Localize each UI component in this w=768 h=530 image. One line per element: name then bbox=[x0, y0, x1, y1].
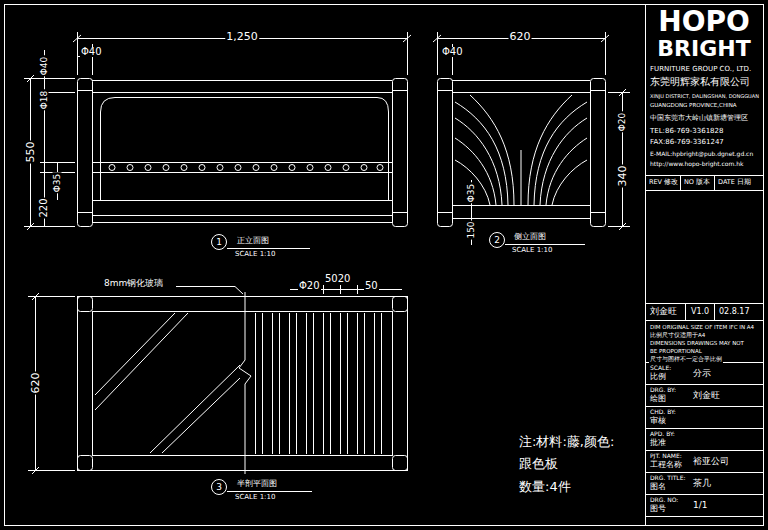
title-block-value: 刘金旺 bbox=[692, 391, 721, 400]
dimension: 50 bbox=[364, 281, 379, 291]
dimension: Φ40 bbox=[40, 56, 49, 77]
view-number-circle: 2 bbox=[489, 232, 505, 248]
dimension: 620 bbox=[30, 372, 41, 395]
title-block-field: DRG. TITLE: bbox=[649, 475, 687, 481]
title-block-field: DRG. NO: bbox=[649, 497, 679, 503]
view-number: 2 bbox=[494, 236, 500, 245]
title-block-field: DRG. BY: bbox=[649, 387, 677, 393]
note: 数量:4件 bbox=[518, 480, 572, 493]
dimension: Φ35 bbox=[53, 173, 62, 194]
view-scale: SCALE 1:10 bbox=[234, 494, 276, 501]
note: DIMENSIONS DRAWINGS MAY NOT bbox=[649, 341, 745, 347]
contact: TEL:86-769-3361828 bbox=[649, 128, 724, 135]
title-block-field: APD. BY: bbox=[649, 431, 676, 437]
title-block-value: 1/1 bbox=[692, 501, 708, 510]
dimension: 550 bbox=[25, 141, 36, 164]
dimension: 150 bbox=[467, 220, 476, 239]
note: 注:材料:藤,颜色: bbox=[518, 435, 615, 448]
table-header: DATE 日期 bbox=[717, 179, 752, 186]
contact: http://www.hopo-bright.com.hk bbox=[649, 161, 745, 167]
title-block-value: 裕亚公司 bbox=[692, 457, 730, 466]
dimension: Φ35 bbox=[467, 183, 476, 204]
dimension: Φ20 bbox=[298, 281, 321, 291]
view-number-circle: 1 bbox=[211, 234, 227, 250]
dimension: Φ20 bbox=[618, 112, 627, 133]
note: 尺寸与图样不一定合乎比例 bbox=[649, 357, 723, 363]
table-header: NO 版本 bbox=[683, 179, 711, 186]
note: 跟色板 bbox=[518, 457, 559, 470]
company-name: FURNITURE GROUP CO., LTD. bbox=[649, 66, 752, 73]
dimension: 340 bbox=[617, 165, 628, 188]
title-block-field: 绘图 bbox=[649, 395, 667, 403]
contact: E-MAIL:hpbright@pub.dgnet.gd.cn bbox=[649, 151, 754, 157]
view-number: 3 bbox=[216, 483, 222, 492]
title-block-field: 批准 bbox=[649, 439, 667, 447]
view-number-circle: 3 bbox=[211, 479, 227, 495]
view-number: 1 bbox=[216, 238, 222, 247]
material-callout: 8mm钢化玻璃 bbox=[103, 279, 164, 288]
note: DIM ORIGINAL SIZE OF ITEM IFC IN A4 bbox=[649, 325, 755, 331]
dimension: Φ40 bbox=[441, 47, 464, 57]
address: XINJU DISTRICT, DALINGSHAN, DONGGUAN bbox=[649, 94, 760, 99]
contact: FAX:86-769-3361247 bbox=[649, 139, 725, 146]
title-block-value: 分示 bbox=[692, 369, 712, 378]
table-header: REV 修改 bbox=[648, 179, 679, 186]
logo-text: HOPO bbox=[657, 8, 751, 36]
dimension: Φ40 bbox=[80, 47, 103, 57]
dimension: 5020 bbox=[324, 274, 351, 284]
dimension: 620 bbox=[509, 31, 532, 42]
title-block-field: 比例 bbox=[649, 373, 667, 381]
view-scale: SCALE 1:10 bbox=[511, 247, 553, 254]
dimension: 1,250 bbox=[225, 31, 259, 42]
title-block-field: 图名 bbox=[649, 483, 667, 491]
view-title: 侧立面图 bbox=[513, 233, 547, 241]
note: BE PROPORTIONAL bbox=[649, 349, 703, 355]
title-block-field: CHD. BY: bbox=[649, 409, 677, 415]
table-cell: 02.8.17 bbox=[718, 308, 751, 316]
address: GUANGDONG PROVINCE,CHINA bbox=[649, 103, 738, 109]
table-cell: 刘金旺 bbox=[649, 307, 678, 316]
title-block-field: 审核 bbox=[649, 417, 667, 425]
title-block-field: PJT. NAME: bbox=[649, 453, 683, 459]
logo-text: BRIGHT bbox=[656, 38, 751, 60]
title-block-field: SCALE: bbox=[649, 365, 672, 371]
dimension: Φ18 bbox=[40, 90, 49, 111]
title-block-field: 图号 bbox=[649, 505, 667, 513]
title-block-value: 茶几 bbox=[692, 479, 712, 488]
view-scale: SCALE 1:10 bbox=[234, 251, 276, 258]
dimension: 220 bbox=[39, 197, 49, 218]
view-title: 正立面图 bbox=[236, 237, 270, 245]
table-cell: V1.0 bbox=[690, 308, 710, 316]
note: 比例尺寸仅适用于A4 bbox=[649, 333, 706, 339]
title-block-field: 工程名称 bbox=[649, 461, 683, 469]
view-title: 半剖平面图 bbox=[236, 480, 278, 488]
company-name: 东莞明辉家私有限公司 bbox=[649, 77, 751, 87]
address: 中国东莞市大岭山镇新塘管理区 bbox=[649, 115, 749, 122]
